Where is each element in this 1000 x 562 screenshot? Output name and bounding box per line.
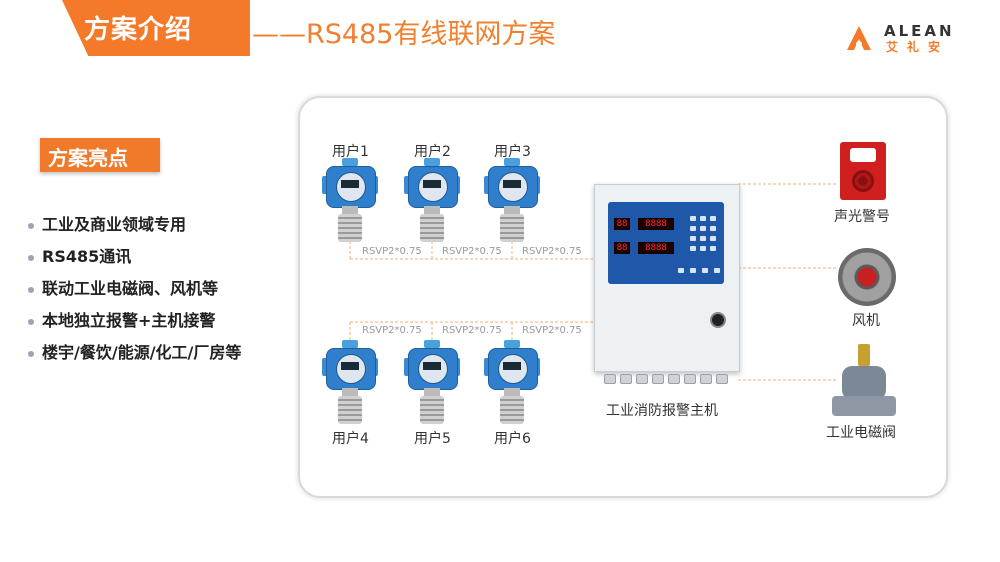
valve-actuator <box>858 344 870 366</box>
valve-flange <box>832 396 896 416</box>
cable-label: RSVP2*0.75 <box>522 246 582 257</box>
controller-display: 88 <box>614 218 630 230</box>
highlight-item: RS485通讯 <box>28 244 241 276</box>
highlight-item: 楼宇/餐饮/能源/化工/厂房等 <box>28 340 241 372</box>
controller-label: 工业消防报警主机 <box>606 403 718 419</box>
user-label: 用户4 <box>332 431 369 447</box>
highlight-item: 本地独立报警+主机接警 <box>28 308 241 340</box>
gas-detector-icon <box>404 158 460 244</box>
cable-label: RSVP2*0.75 <box>522 325 582 336</box>
gas-detector-icon <box>322 340 378 426</box>
cable-label: RSVP2*0.75 <box>362 246 422 257</box>
device-label: 工业电磁阀 <box>826 425 896 441</box>
controller-display: 8888 <box>638 218 674 230</box>
bullet-icon <box>28 350 34 357</box>
user-label: 用户2 <box>414 144 451 160</box>
bullet-icon <box>28 286 34 293</box>
gas-detector-icon <box>322 158 378 244</box>
page-subtitle: ——RS485有线联网方案 <box>252 19 556 50</box>
gas-detector-icon <box>484 158 540 244</box>
highlights-tag <box>40 138 160 172</box>
user-label: 用户5 <box>414 431 451 447</box>
gas-detector-icon <box>484 340 540 426</box>
bullet-icon <box>28 222 34 229</box>
highlights-title: 方案亮点 <box>48 146 128 170</box>
title-banner <box>62 0 250 56</box>
lock-icon <box>710 312 726 328</box>
siren-icon <box>840 142 886 200</box>
device-label: 风机 <box>852 313 880 329</box>
user-label: 用户1 <box>332 144 369 160</box>
user-label: 用户6 <box>494 431 531 447</box>
cable-label: RSVP2*0.75 <box>442 325 502 336</box>
controller-display: 8888 <box>638 242 674 254</box>
device-label: 声光警号 <box>834 209 890 225</box>
highlight-item: 联动工业电磁阀、风机等 <box>28 276 241 308</box>
highlight-item: 工业及商业领域专用 <box>28 212 241 244</box>
cable-label: RSVP2*0.75 <box>362 325 422 336</box>
bullet-icon <box>28 254 34 261</box>
bullet-icon <box>28 318 34 325</box>
solenoid-valve-icon <box>842 366 886 400</box>
user-label: 用户3 <box>494 144 531 160</box>
cable-label: RSVP2*0.75 <box>442 246 502 257</box>
gas-detector-icon <box>404 340 460 426</box>
alean-logo-icon <box>847 26 871 50</box>
logo-text-en: ALEAN <box>884 22 955 40</box>
page-title: 方案介绍 <box>84 15 193 45</box>
controller-panel: 88 8888 8888 88 <box>608 202 724 284</box>
logo-text-cn: 艾礼安 <box>886 40 950 54</box>
controller-display: 88 <box>614 242 630 254</box>
fan-icon <box>838 248 896 306</box>
highlights-list: 工业及商业领域专用 RS485通讯 联动工业电磁阀、风机等 本地独立报警+主机接… <box>28 212 241 372</box>
